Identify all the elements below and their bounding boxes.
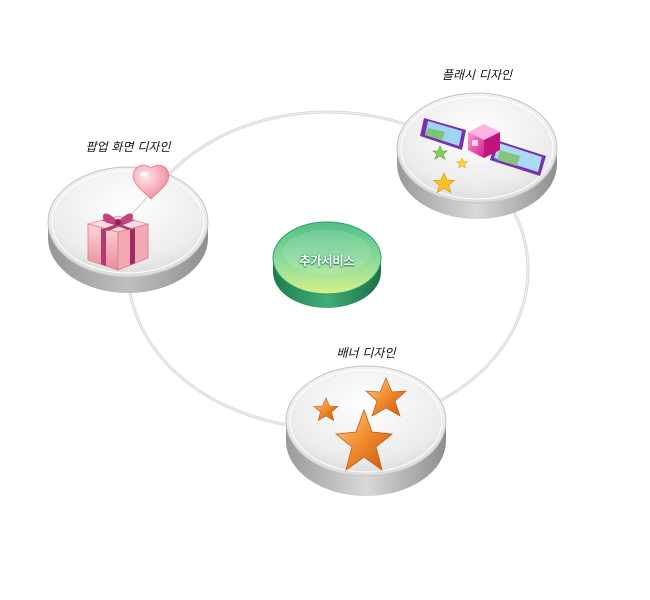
orange-stars-icon: [313, 377, 407, 471]
center-disc: [272, 221, 382, 308]
node-label-banner-design: 배너 디자인: [336, 346, 396, 360]
node-label-popup-design: 팝업 화면 디자인: [85, 140, 171, 154]
gift-heart-balloon-icon: [86, 164, 170, 271]
node-label-flash-design: 플래시 디자인: [441, 68, 513, 82]
satellite-stars-icon: [420, 118, 546, 194]
center-label: 추가서비스: [299, 254, 355, 268]
